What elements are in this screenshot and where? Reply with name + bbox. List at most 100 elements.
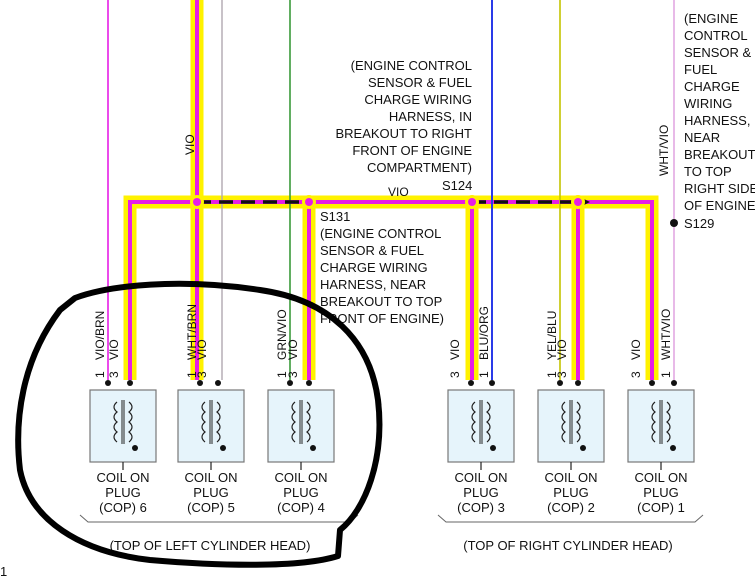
pin1-terminal [489, 380, 495, 386]
s131-harness-note: BREAKOUT TO TOP [320, 294, 442, 309]
pin1-wire-color: YEL/BLU [545, 311, 559, 360]
coil-on-plug-6 [89, 380, 157, 470]
splice-dot [574, 198, 582, 206]
right-harness-note: NEAR [684, 130, 720, 145]
hand-drawn-circle-annotation [15, 280, 383, 568]
coil-body [89, 389, 157, 463]
secondary-winding-icon [576, 401, 581, 443]
primary-winding-icon [113, 401, 118, 443]
coil-name-line: PLUG [105, 485, 140, 500]
ground-node [220, 445, 226, 451]
pin3-terminal [127, 380, 133, 386]
center-harness-note: CHARGE WIRING [364, 92, 472, 107]
s131-label: S131 [320, 209, 350, 224]
vio-bus-right [472, 200, 654, 380]
primary-winding-icon [201, 401, 206, 443]
pin3-terminal [575, 380, 581, 386]
coil-body [627, 389, 695, 463]
pin3-number: 3 [107, 371, 121, 378]
primary-winding-icon [651, 401, 656, 443]
coil-name-line: (COP) 3 [457, 500, 505, 515]
secondary-winding-icon [306, 401, 311, 443]
s131-harness-note: HARNESS, NEAR [320, 277, 426, 292]
pin3-wire-color: VIO [286, 339, 300, 360]
ground-node [580, 445, 586, 451]
pin1-wire-color: VIO/BRN [93, 311, 107, 360]
secondary-winding-icon [216, 401, 221, 443]
pin1-wire-color: GRN/VIO [275, 309, 289, 360]
pin3-wire-color: VIO [629, 339, 643, 360]
s131-harness-note: FRONT OF ENGINE) [320, 311, 444, 326]
coil-name-line: (COP) 6 [99, 500, 147, 515]
coil-on-plug-1 [627, 380, 695, 470]
left-group-bracket [79, 514, 359, 523]
secondary-winding-icon [666, 401, 671, 443]
right-harness-note: CONTROL [684, 28, 748, 43]
right-harness-note: SENSOR & [684, 45, 752, 60]
coil-body [537, 389, 605, 463]
ground-node [132, 445, 138, 451]
coil-on-plug-5 [177, 380, 245, 470]
pin3-number: 3 [448, 371, 462, 378]
pin3-number: 3 [195, 371, 209, 378]
coil-name-line: COIL ON [635, 470, 688, 485]
wire-layer [107, 0, 678, 380]
vio-main-label: VIO [183, 134, 197, 155]
coil-on-plug-3 [447, 380, 515, 470]
right-harness-note: WIRING [684, 96, 732, 111]
pin1-terminal [105, 380, 111, 386]
coil-name-line: (COP) 1 [637, 500, 685, 515]
left-cylinder-head-label: (TOP OF LEFT CYLINDER HEAD) [110, 538, 311, 553]
center-harness-note: (ENGINE CONTROL [351, 58, 472, 73]
right-harness-note: CHARGE [684, 79, 740, 94]
vio-bus-left [128, 200, 197, 380]
pin1-number: 1 [477, 371, 491, 378]
coil-body [177, 389, 245, 463]
splice-dot [468, 198, 476, 206]
right-harness-note: OF ENGINE) [684, 198, 755, 213]
right-harness-note: BREAKOUT [684, 147, 755, 162]
coil-name-line: PLUG [643, 485, 678, 500]
coil-name-line: (COP) 2 [547, 500, 595, 515]
coil-name-line: PLUG [553, 485, 588, 500]
coil-name-line: PLUG [463, 485, 498, 500]
pin3-terminal [649, 380, 655, 386]
right-harness-note: TO TOP [684, 164, 732, 179]
coil-name-line: COIL ON [185, 470, 238, 485]
pin1-number: 1 [275, 371, 289, 378]
pin1-terminal [671, 380, 677, 386]
pin1-wire-color: BLU/ORG [477, 306, 491, 360]
wht-vio-top-label: WHT/VIO [657, 125, 671, 176]
center-harness-note: SENSOR & FUEL [368, 75, 472, 90]
pin3-number: 3 [629, 371, 643, 378]
center-harness-note: HARNESS, IN [389, 109, 472, 124]
ground-node [670, 445, 676, 451]
center-harness-note: BREAKOUT TO RIGHT [335, 126, 472, 141]
pin3-wire-color: VIO [555, 339, 569, 360]
pin3-wire-color: VIO [195, 339, 209, 360]
pin3-terminal [215, 380, 221, 386]
ground-node [490, 445, 496, 451]
primary-winding-icon [291, 401, 296, 443]
s129-splice-dot [670, 219, 678, 227]
center-harness-note: COMPARTMENT) [367, 160, 472, 175]
coil-name-line: COIL ON [545, 470, 598, 485]
coil-on-plug-4 [267, 380, 335, 470]
splice-dot [305, 198, 313, 206]
coil-name-line: COIL ON [275, 470, 328, 485]
pin1-number: 1 [185, 371, 199, 378]
coil-body [267, 389, 335, 463]
coil-name-line: COIL ON [97, 470, 150, 485]
page-number: 1 [0, 564, 7, 579]
pin1-terminal [287, 380, 293, 386]
right-cylinder-head-label: (TOP OF RIGHT CYLINDER HEAD) [463, 538, 672, 553]
pin3-terminal [306, 380, 312, 386]
pin1-number: 1 [93, 371, 107, 378]
pin3-wire-color: VIO [107, 339, 121, 360]
s131-harness-note: SENSOR & FUEL [320, 243, 424, 258]
right-harness-note: (ENGINE [684, 11, 739, 26]
right-harness-note: RIGHT SIDE [684, 181, 755, 196]
s131-harness-note: (ENGINE CONTROL [320, 226, 441, 241]
